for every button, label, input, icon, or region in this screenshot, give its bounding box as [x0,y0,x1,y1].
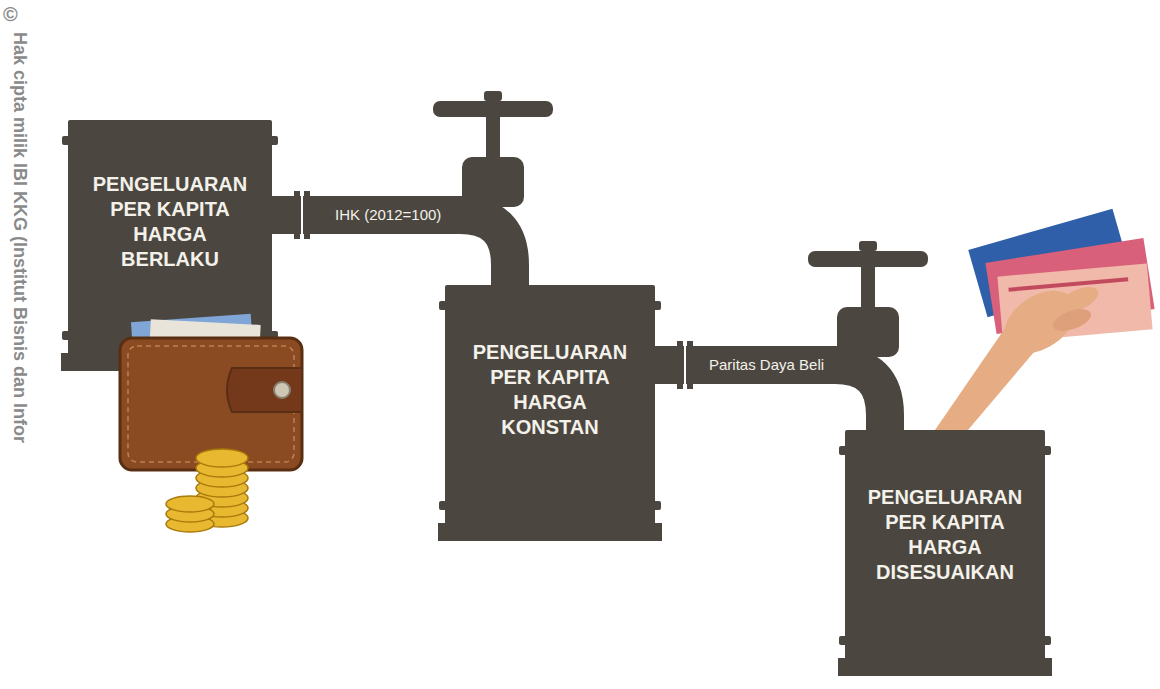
watermark-text: Hak cipta milik IBI KKG (Institut Bisnis… [9,32,30,443]
wallet-illustration [120,314,302,470]
tank-decoration [61,136,1052,676]
money-hand-illustration [935,209,1155,430]
pipe-label: Paritas Daya Beli [704,355,829,375]
copyright-mark: © [3,3,18,26]
coins-illustration [166,449,248,532]
tank-box: PENGELUARAN PER KAPITA HARGA KONSTAN [445,285,655,525]
tank-label: PENGELUARAN PER KAPITA HARGA KONSTAN [464,340,636,440]
tank-box: PENGELUARAN PER KAPITA HARGA BERLAKU [68,120,272,355]
pipe-label: IHK (2012=100) [330,205,446,225]
tank-label: PENGELUARAN PER KAPITA HARGA BERLAKU [84,172,256,272]
tank-box: PENGELUARAN PER KAPITA HARGA DISESUAIKAN [845,430,1045,660]
tank-label: PENGELUARAN PER KAPITA HARGA DISESUAIKAN [859,485,1031,585]
